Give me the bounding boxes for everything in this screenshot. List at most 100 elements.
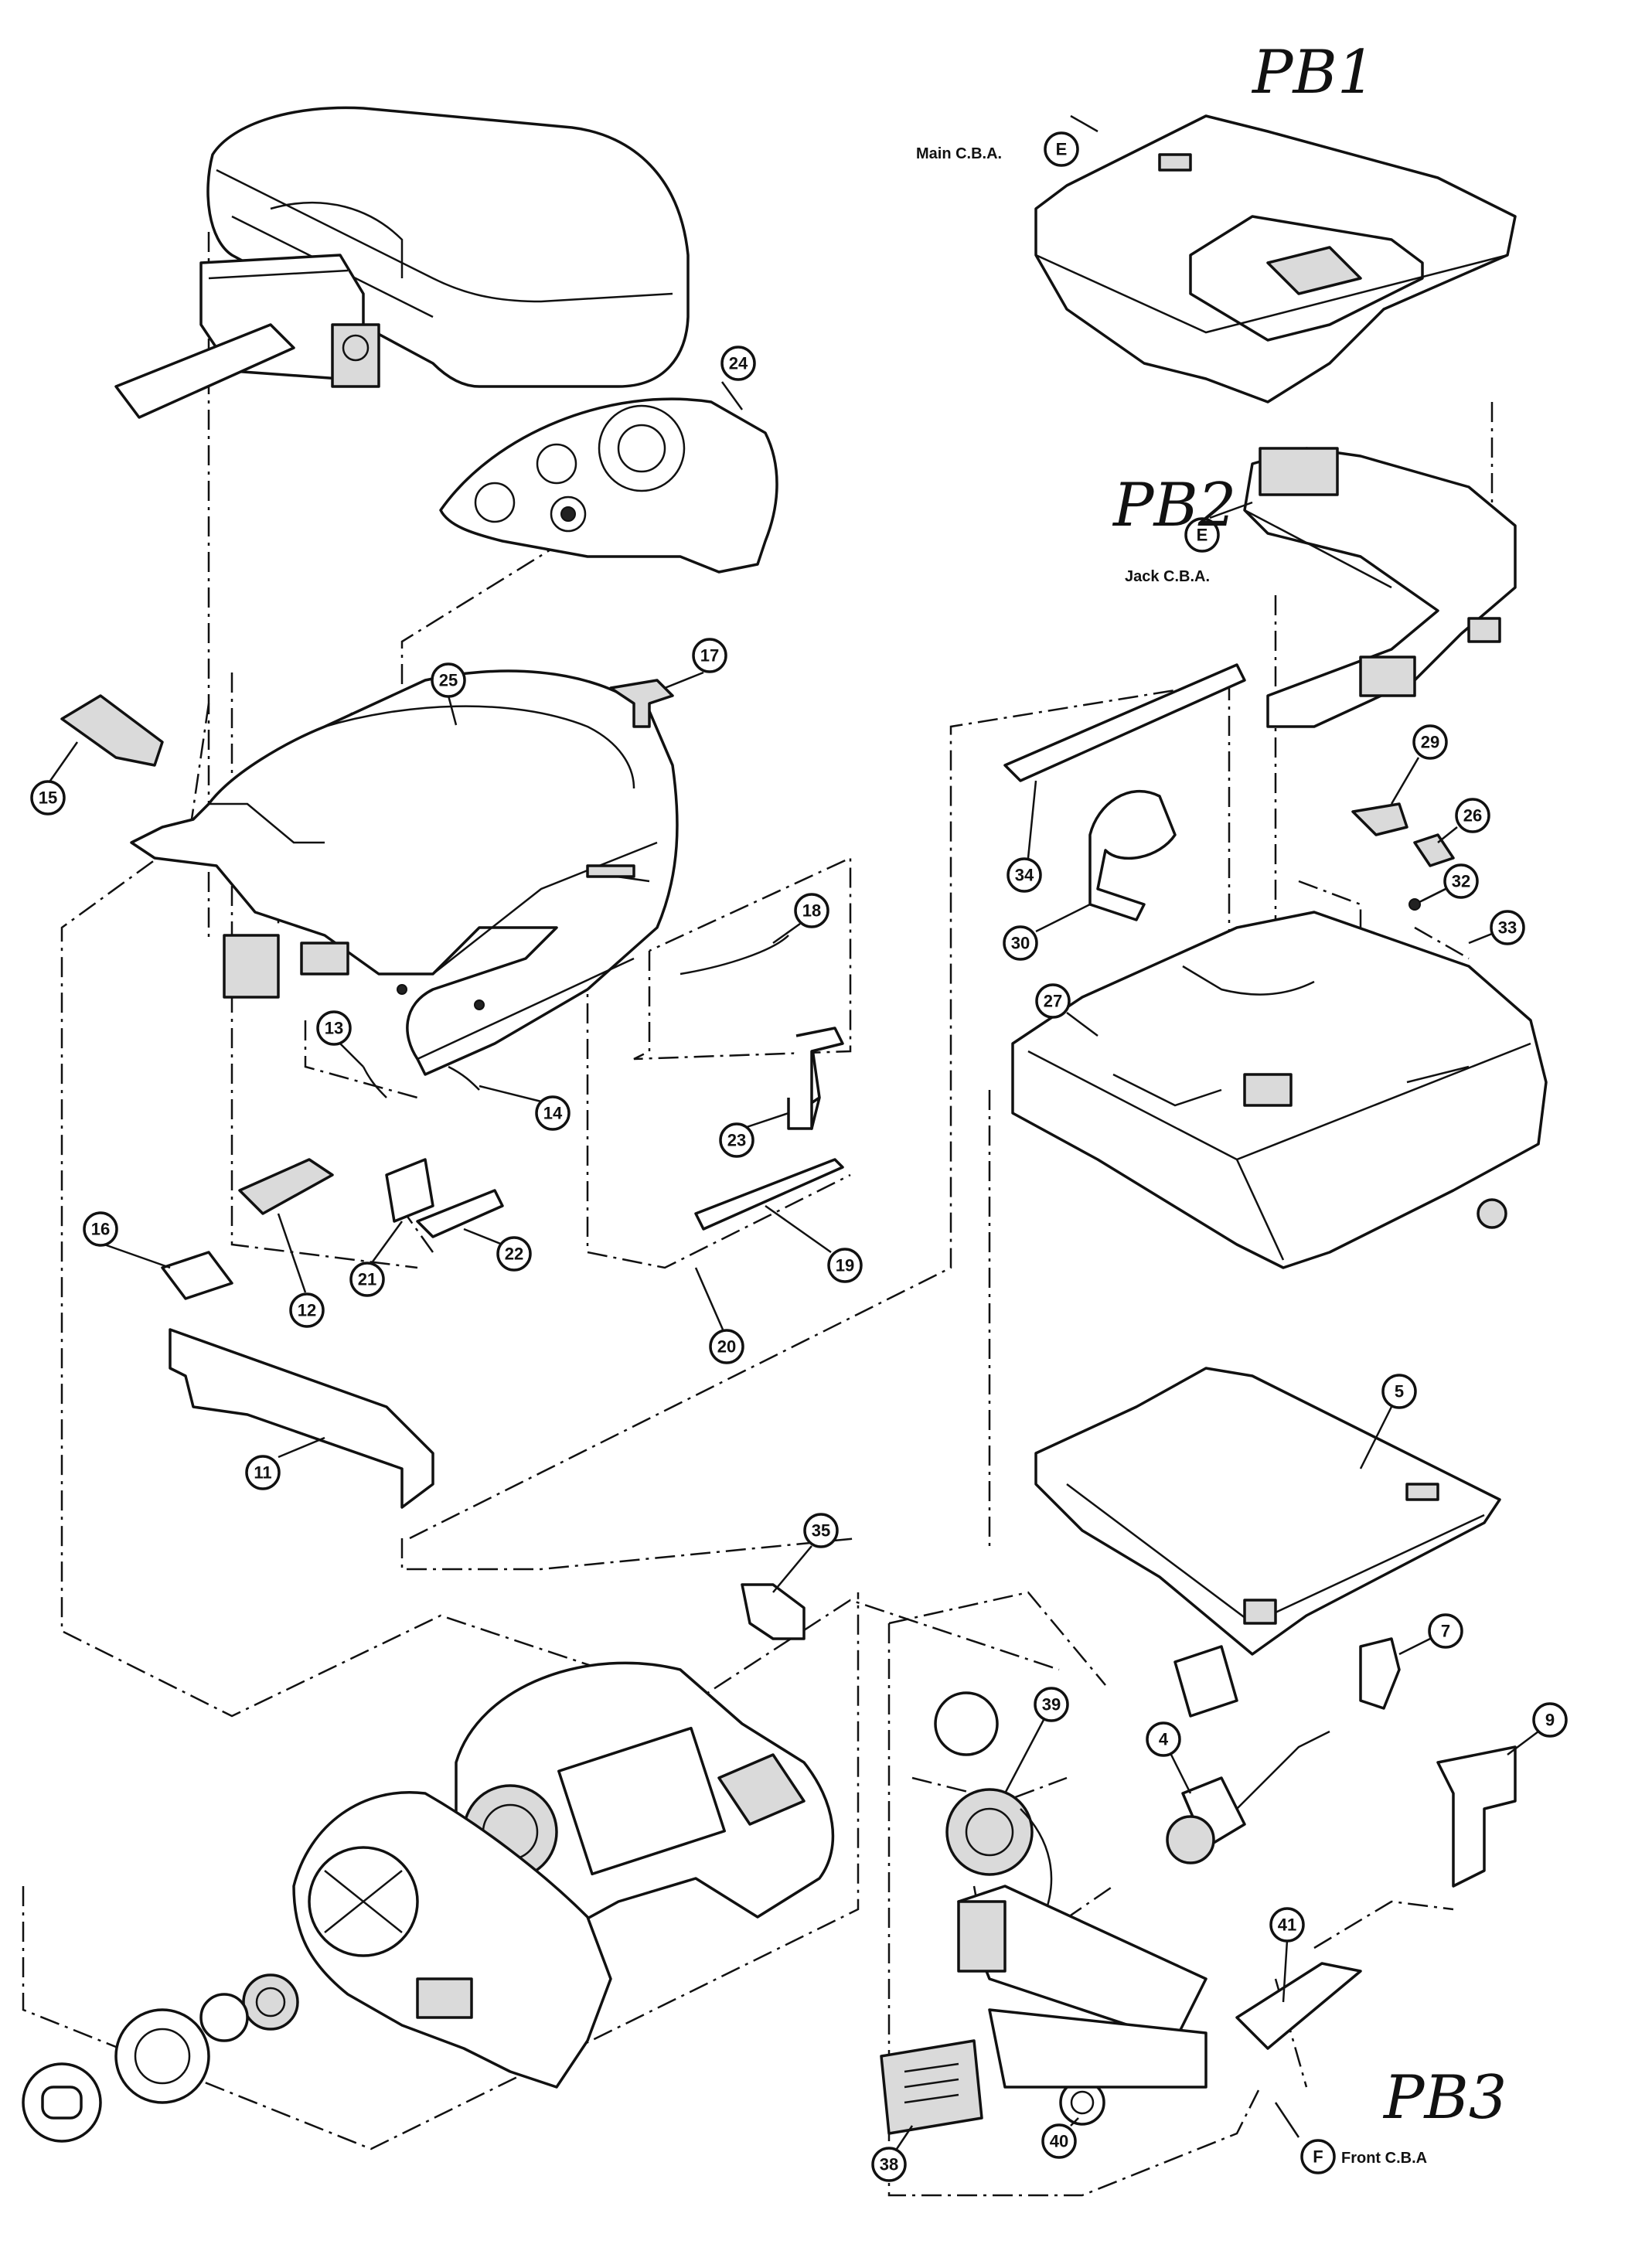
callout-4: 4 (1146, 1721, 1181, 1757)
svg-text:4: 4 (1159, 1730, 1169, 1749)
part-25-top-frame (130, 669, 679, 1076)
part-21 (385, 1158, 434, 1223)
callout-19: 19 (827, 1248, 863, 1283)
callout-22: 22 (496, 1236, 532, 1272)
part-27-rear-case (1011, 911, 1548, 1269)
pb1-label: PB1 (1251, 38, 1375, 107)
svg-text:15: 15 (39, 788, 57, 808)
callout-5: 5 (1381, 1374, 1417, 1409)
callout-26: 26 (1455, 798, 1490, 833)
svg-text:12: 12 (298, 1301, 316, 1320)
svg-text:E: E (1056, 140, 1068, 159)
svg-text:40: 40 (1050, 2132, 1068, 2151)
callout-18: 18 (794, 893, 829, 928)
svg-text:13: 13 (325, 1019, 343, 1038)
lcd-monitor-unit (114, 106, 690, 419)
svg-text:32: 32 (1452, 872, 1470, 891)
callout-7: 7 (1428, 1613, 1463, 1649)
part-14 (448, 1065, 480, 1091)
svg-text:29: 29 (1421, 733, 1439, 752)
svg-text:23: 23 (727, 1131, 746, 1150)
callout-20: 20 (709, 1329, 744, 1364)
svg-text:34: 34 (1015, 866, 1034, 885)
svg-text:11: 11 (254, 1463, 271, 1483)
pb3-label: PB3 (1382, 2063, 1507, 2133)
part-7 (1359, 1637, 1401, 1710)
small-parts-left (60, 679, 844, 1509)
callout-15: 15 (30, 780, 66, 816)
callout-29: 29 (1412, 724, 1448, 760)
small-parts-right (1003, 663, 1508, 945)
callout-25: 25 (431, 662, 466, 698)
svg-text:17: 17 (700, 646, 719, 666)
part-tape (1173, 1645, 1238, 1718)
part-ring (934, 1691, 999, 1756)
svg-text:7: 7 (1441, 1622, 1450, 1641)
svg-text:18: 18 (802, 901, 821, 921)
callout-24: 24 (720, 346, 756, 381)
callout-16: 16 (83, 1211, 118, 1247)
callout-38: 38 (871, 2147, 907, 2182)
callout-23: 23 (719, 1122, 754, 1158)
jack-cba-board (1243, 447, 1517, 728)
part-39 (945, 1788, 1034, 1876)
part-24-button-sheet (439, 397, 778, 574)
callout-30: 30 (1003, 925, 1038, 961)
callout-11: 11 (245, 1455, 281, 1490)
callout-35: 35 (803, 1513, 839, 1548)
part-5-bottom-cover (1034, 1367, 1501, 1656)
svg-text:F: F (1313, 2147, 1323, 2167)
svg-text:20: 20 (717, 1337, 736, 1357)
callout-40: 40 (1041, 2123, 1077, 2159)
svg-text:26: 26 (1463, 806, 1482, 826)
svg-text:30: 30 (1011, 934, 1030, 953)
part-19 (694, 1158, 844, 1231)
main-cba-board (1034, 114, 1517, 404)
pb2-label: PB2 (1112, 471, 1236, 540)
svg-text:24: 24 (729, 354, 748, 373)
svg-text:5: 5 (1395, 1382, 1404, 1401)
svg-text:Jack C.B.A.: Jack C.B.A. (1125, 568, 1210, 585)
svg-text:33: 33 (1498, 918, 1517, 938)
svg-text:19: 19 (836, 1256, 854, 1275)
callout-39: 39 (1034, 1687, 1069, 1722)
part-22 (416, 1189, 504, 1238)
main-cba-label: Main C.B.A. E (916, 131, 1079, 167)
svg-text:39: 39 (1042, 1695, 1061, 1714)
callout-9: 9 (1532, 1702, 1568, 1738)
part-15 (60, 694, 164, 767)
part-13 (362, 1066, 387, 1098)
svg-text:E: E (1197, 526, 1208, 545)
callout-14: 14 (535, 1095, 571, 1131)
front-case-assembly (455, 1583, 835, 1951)
svg-text:38: 38 (880, 2155, 898, 2174)
svg-text:22: 22 (505, 1245, 523, 1264)
part-17 (609, 679, 674, 728)
callout-12: 12 (289, 1292, 325, 1328)
front-cba-label: F Front C.B.A (1300, 2139, 1427, 2174)
svg-text:41: 41 (1278, 1915, 1296, 1935)
svg-text:14: 14 (543, 1104, 563, 1123)
part-12 (238, 1158, 334, 1215)
svg-text:Main C.B.A.: Main C.B.A. (916, 145, 1002, 162)
part-29 (1351, 802, 1408, 836)
callout-leader-lines (49, 114, 1539, 2150)
callout-13: 13 (316, 1010, 352, 1046)
svg-text:16: 16 (91, 1220, 110, 1239)
svg-text:Front C.B.A: Front C.B.A (1341, 2150, 1427, 2167)
part-30 (1088, 790, 1177, 921)
svg-text:27: 27 (1044, 992, 1062, 1011)
part-9 (1436, 1745, 1517, 1888)
svg-text:9: 9 (1545, 1711, 1555, 1730)
part-41 (1235, 1962, 1362, 2050)
callout-33: 33 (1490, 910, 1525, 945)
part-18 (680, 935, 789, 976)
callout-32: 32 (1443, 863, 1479, 899)
callout-27: 27 (1035, 983, 1071, 1019)
part-26 (1413, 833, 1455, 867)
svg-text:35: 35 (812, 1521, 830, 1541)
front-cover-and-lens-parts (22, 1791, 612, 2143)
part-35 (741, 1583, 806, 1640)
svg-text:25: 25 (439, 671, 458, 690)
